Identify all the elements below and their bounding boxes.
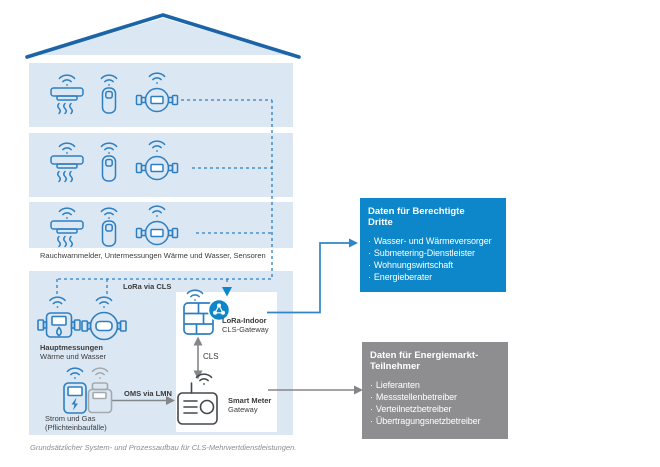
hauptmessungen-title: Hauptmessungen [40, 343, 103, 352]
box-list-item: ·Lieferanten [370, 380, 420, 390]
smoke-detector-icon [50, 155, 84, 183]
strom-gas-line2: (Pflichteinbaufälle) [45, 423, 107, 432]
smart-meter-line2: Gateway [228, 405, 258, 414]
oms-via-lmn-label: OMS via LMN [124, 389, 172, 398]
floor2-devices [50, 140, 179, 183]
smart-meter-line1: Smart Meter [228, 396, 272, 405]
cls-gateway-to-third-parties-arrow [267, 238, 358, 314]
box-list-item: ·Wasser- und Wärmeversorger [368, 236, 492, 246]
wifi-icon [186, 289, 204, 302]
wifi-icon [95, 296, 113, 309]
smart-meter-gateway-label: Smart Meter Gateway [228, 396, 271, 414]
energy-market-list: ·Lieferanten ·Messstellenbetreiber ·Vertei… [370, 379, 503, 427]
oms-arrow [112, 396, 175, 405]
third-parties-list: ·Wasser- und Wärmeversorger ·Submetering-… [368, 235, 501, 283]
wifi-icon [100, 74, 118, 87]
house-roof [25, 13, 301, 59]
third-parties-data-box: Daten für Berechtigte Dritte ·Wasser- un… [360, 198, 506, 292]
hauptmessungen-subtitle: Wärme und Wasser [40, 352, 106, 361]
lora-indoor-line2: CLS-Gateway [222, 325, 269, 334]
wifi-icon [58, 74, 76, 87]
box-list-item: ·Wohnungswirtschaft [368, 260, 453, 270]
sensor-icon [101, 155, 117, 182]
water-meter-icon [81, 311, 127, 341]
floor1-devices [50, 72, 179, 115]
wifi-icon [148, 205, 166, 218]
cls-label: CLS [203, 352, 219, 361]
floor3-devices [50, 205, 179, 248]
wifi-icon [100, 207, 118, 220]
wifi-icon [100, 142, 118, 155]
lora-indoor-gateway-icon [183, 289, 231, 335]
lora-indoor-gateway-label: LoRa-Indoor CLS-Gateway [222, 316, 269, 334]
floor-devices [50, 72, 179, 248]
third-parties-title-line1: Daten für Berechtigte [368, 206, 465, 217]
hauptmessungen-label: Hauptmessungen Wärme und Wasser [40, 343, 106, 361]
electricity-meter-icon [63, 382, 87, 414]
third-parties-title-line2: Dritte [368, 217, 393, 228]
strom-gas-meters [63, 367, 113, 414]
smart-meter-gateway-icon [178, 374, 217, 424]
smgw-to-energy-market-arrow [268, 385, 363, 395]
energy-market-title-line2: Teilnehmer [370, 361, 420, 372]
water-meter-icon [135, 87, 179, 113]
wifi-icon [49, 296, 66, 309]
water-meter-icon [135, 155, 179, 181]
wifi-icon [66, 367, 84, 380]
lora-down-arrowhead [222, 287, 232, 297]
water-meter-icon [135, 220, 179, 246]
box-list-item: ·Messstellenbetreiber [370, 392, 457, 402]
energy-market-title: Daten für Energiemarkt- Teilnehmer [370, 350, 503, 372]
box-list-item: ·Submetering-Dienstleister [368, 248, 475, 258]
gas-meter-icon [87, 382, 113, 414]
wifi-icon [58, 207, 76, 220]
third-parties-title: Daten für Berechtigte Dritte [368, 206, 501, 228]
floors-caption: Rauchwarnmelder, Untermessungen Wärme un… [40, 251, 266, 260]
energy-market-title-line1: Daten für Energiemarkt- [370, 350, 479, 361]
cls-double-arrow [193, 336, 203, 380]
box-list-item: ·Übertragungsnetzbetreiber [370, 416, 481, 426]
lora-via-cls-label: LoRa via CLS [123, 282, 172, 291]
wifi-icon [58, 142, 76, 155]
lora-indoor-line1: LoRa-Indoor [222, 316, 267, 325]
sensor-icon [101, 87, 117, 114]
box-list-item: ·Energieberater [368, 272, 433, 282]
lora-network-badge-icon [207, 298, 231, 322]
sensor-icon [101, 220, 117, 247]
wifi-icon [148, 140, 166, 153]
strom-gas-line1: Strom und Gas [45, 414, 96, 423]
main-meters [37, 296, 127, 341]
heat-meter-icon [37, 312, 81, 338]
strom-gas-label: Strom und Gas (Pflichteinbaufälle) [45, 414, 107, 432]
figure-caption: Grundsätzlicher System- und Prozessaufba… [30, 443, 297, 452]
smoke-detector-icon [50, 220, 84, 248]
box-list-item: ·Verteilnetzbetreiber [370, 404, 452, 414]
wifi-icon [91, 367, 109, 380]
wifi-icon [148, 72, 166, 85]
energy-market-data-box: Daten für Energiemarkt- Teilnehmer ·Lief… [362, 342, 508, 439]
lora-dashed-lines [56, 99, 273, 297]
smoke-detector-icon [50, 87, 84, 115]
